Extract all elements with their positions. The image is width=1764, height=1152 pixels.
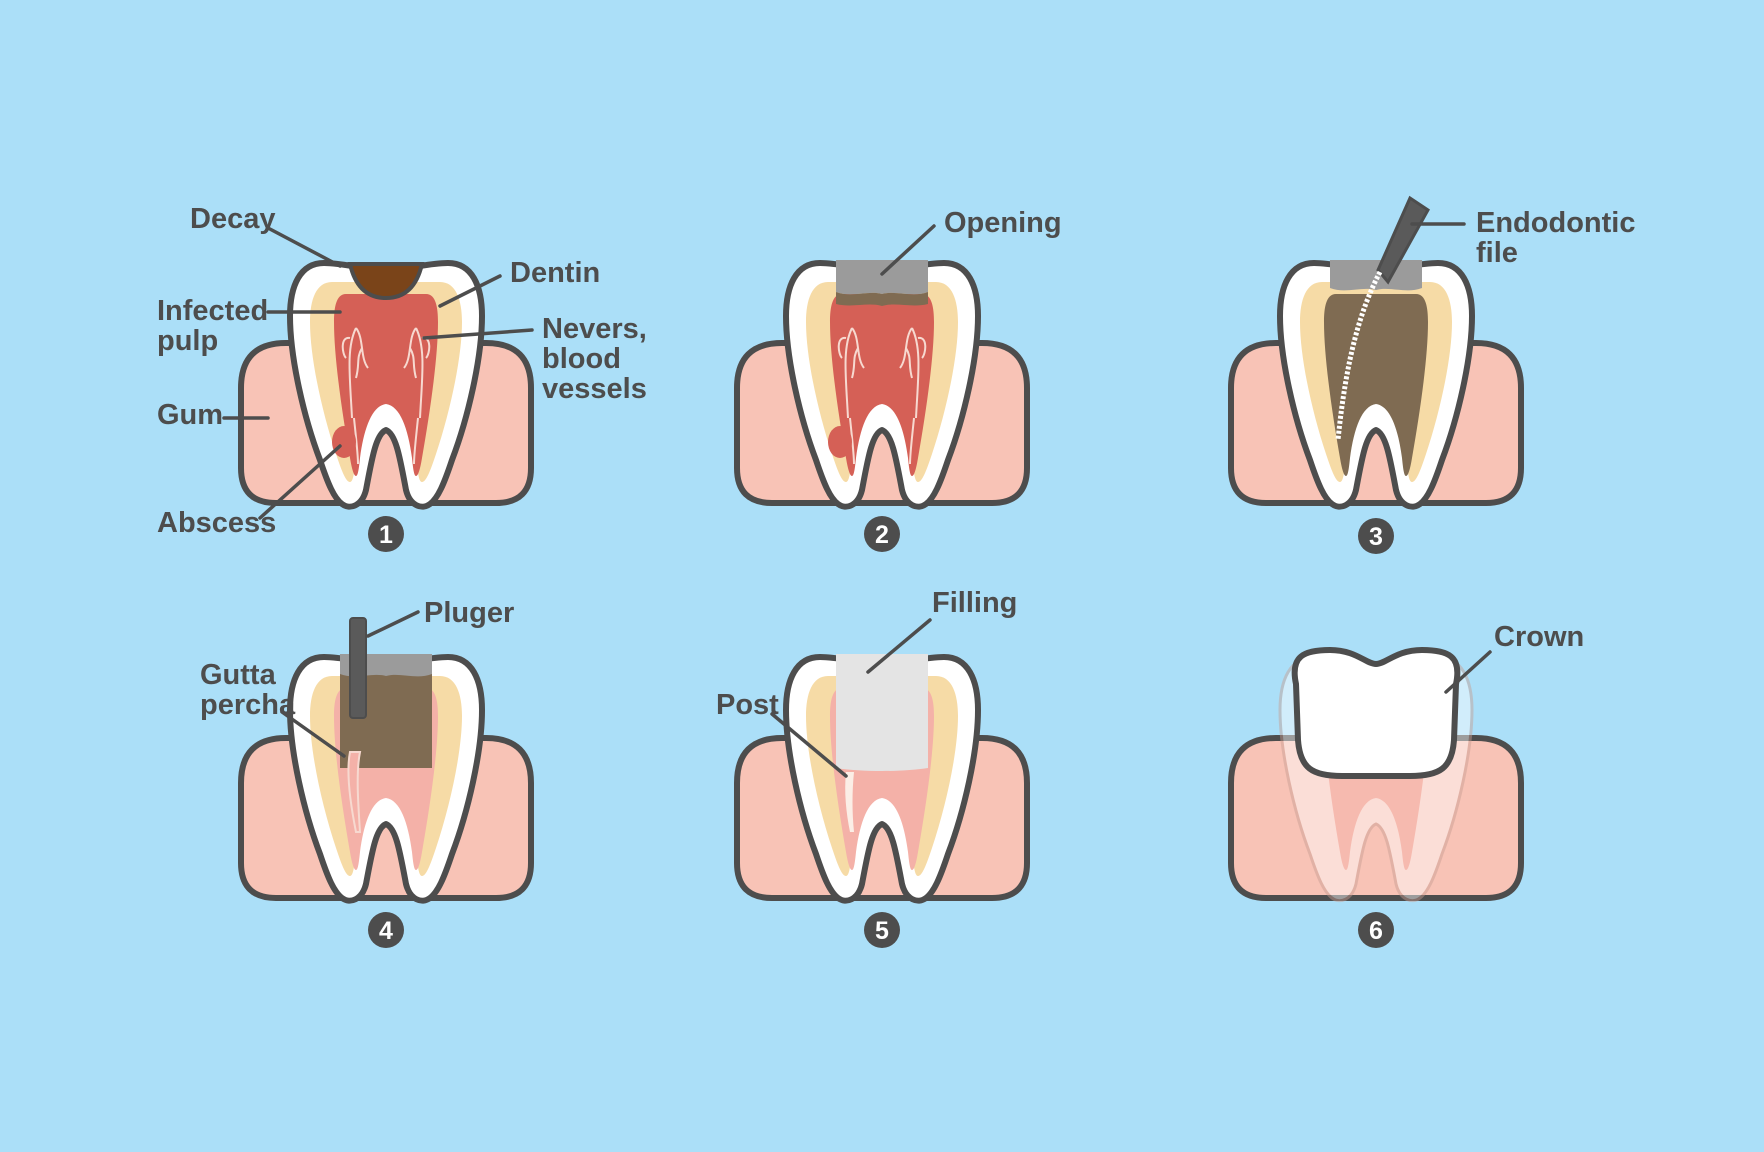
label-pluger: Pluger [424,597,514,629]
step-3-number-badge: 3 [1358,518,1394,554]
step-5-panel: Filling Post 5 [716,587,1027,948]
label-gutta-percha-line1: Gutta [200,659,277,691]
step-2-panel: Opening 2 [737,207,1062,552]
step-3-tooth [1280,260,1472,507]
step-6-number-badge: 6 [1358,912,1394,948]
step-6-number: 6 [1369,917,1383,945]
label-abscess: Abscess [157,507,276,539]
label-nerves-line2: blood [542,343,621,375]
step-3-number: 3 [1369,523,1383,551]
label-nerves-line1: Nevers, [542,313,647,345]
label-post: Post [716,689,779,721]
label-decay: Decay [190,203,275,235]
step-5-number-badge: 5 [864,912,900,948]
abscess-spot [332,426,356,458]
label-nerves-line3: vessels [542,373,647,405]
label-dentin: Dentin [510,257,600,289]
filling-area [836,654,928,771]
step-3-panel: Endodontic file 3 [1231,195,1635,554]
label-endodontic-file-line1: Endodontic [1476,207,1635,239]
step-4-panel: Pluger Gutta percha 4 [200,597,531,948]
step-6-panel: Crown 6 [1231,621,1584,948]
step-5-number: 5 [875,917,889,945]
step-1-panel: Decay Dentin Infected pulp Nevers, blood… [157,203,647,552]
step-5-tooth [786,654,978,901]
label-endodontic-file-line2: file [1476,237,1518,269]
label-gum: Gum [157,399,223,431]
label-gutta-percha-line2: percha [200,689,296,721]
step-1-number: 1 [379,521,393,549]
label-crown: Crown [1494,621,1584,653]
step-2-tooth [786,260,978,507]
step-1-number-badge: 1 [368,516,404,552]
gutta-percha [347,751,362,833]
label-filling: Filling [932,587,1017,619]
step-2-number-badge: 2 [864,516,900,552]
pluger-tool [349,617,367,719]
label-infected-pulp-line1: Infected [157,295,268,327]
step-4-number-badge: 4 [368,912,404,948]
step-4-number: 4 [379,917,393,945]
crown [1291,647,1461,779]
decay-spot [347,262,425,301]
endodontic-file-tool [1335,195,1430,441]
label-infected-pulp-line2: pulp [157,325,218,357]
label-opening: Opening [944,207,1062,239]
opening-area [836,260,928,295]
post [845,772,854,832]
step-2-number: 2 [875,521,889,549]
